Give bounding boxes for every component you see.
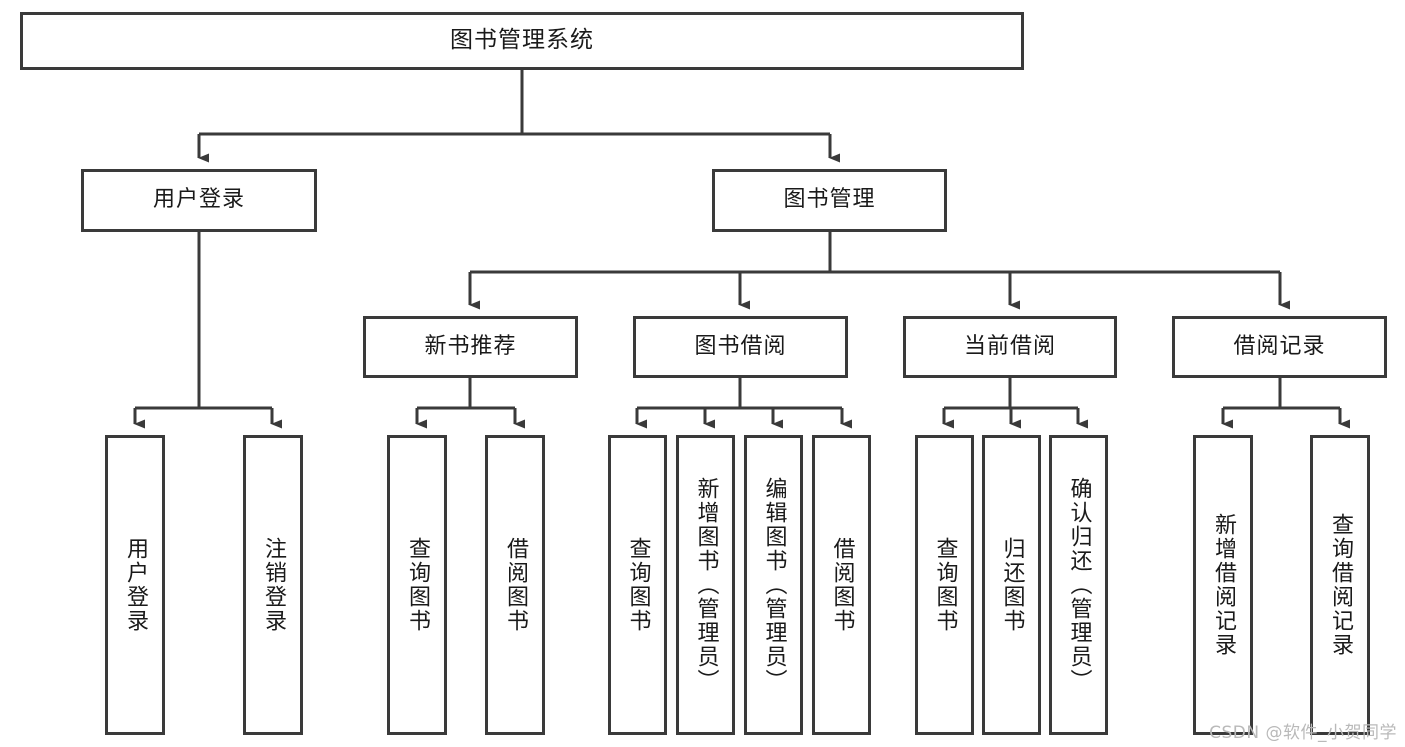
node-book-manage[interactable]: 图书管理 — [712, 169, 947, 232]
node-borrow-record-label: 借阅记录 — [1233, 333, 1326, 359]
node-leaf-add-record[interactable]: 新增借阅记录 — [1193, 435, 1253, 735]
node-book-borrow[interactable]: 图书借阅 — [633, 316, 848, 378]
node-leaf-return-book-label: 归还图书 — [999, 537, 1025, 633]
node-leaf-query-book[interactable]: 查询图书 — [608, 435, 667, 735]
edge-newbookrec-to-leaves — [415, 378, 525, 429]
node-current-borrow-label: 当前借阅 — [963, 333, 1056, 359]
node-leaf-add-book-label: 新增图书（管理员） — [693, 477, 719, 693]
edge-userlogin-to-leaves — [133, 232, 282, 429]
node-book-manage-label: 图书管理 — [783, 187, 876, 213]
node-leaf-user-login-label: 用户登录 — [123, 537, 148, 633]
node-leaf-user-logout-label: 注销登录 — [261, 537, 286, 633]
node-leaf-edit-book[interactable]: 编辑图书（管理员） — [744, 435, 803, 735]
node-leaf-query-record[interactable]: 查询借阅记录 — [1310, 435, 1370, 735]
node-leaf-query-book-cur[interactable]: 查询图书 — [915, 435, 974, 735]
node-new-book-rec-label: 新书推荐 — [424, 333, 517, 359]
node-root-label: 图书管理系统 — [450, 27, 594, 54]
node-leaf-return-book[interactable]: 归还图书 — [982, 435, 1041, 735]
node-leaf-confirm-return[interactable]: 确认归还（管理员） — [1049, 435, 1108, 735]
edge-borrowrecord-to-leaves — [1221, 378, 1350, 429]
node-user-login-label: 用户登录 — [152, 187, 245, 213]
node-leaf-query-record-label: 查询借阅记录 — [1328, 513, 1353, 657]
node-leaf-borrow-book-label: 借阅图书 — [829, 537, 855, 633]
node-leaf-edit-book-label: 编辑图书（管理员） — [761, 477, 787, 693]
node-new-book-rec[interactable]: 新书推荐 — [363, 316, 578, 378]
node-leaf-query-book-rec-label: 查询图书 — [405, 537, 430, 633]
node-root[interactable]: 图书管理系统 — [20, 12, 1024, 70]
node-current-borrow[interactable]: 当前借阅 — [903, 316, 1117, 378]
node-leaf-add-book[interactable]: 新增图书（管理员） — [676, 435, 735, 735]
node-leaf-borrow-book-rec[interactable]: 借阅图书 — [485, 435, 545, 735]
node-borrow-record[interactable]: 借阅记录 — [1172, 316, 1387, 378]
node-leaf-query-book-label: 查询图书 — [625, 537, 651, 633]
node-leaf-user-logout[interactable]: 注销登录 — [243, 435, 303, 735]
node-leaf-add-record-label: 新增借阅记录 — [1211, 513, 1236, 657]
edge-bookborrow-to-leaves — [635, 378, 852, 429]
node-leaf-query-book-cur-label: 查询图书 — [932, 537, 958, 633]
node-leaf-query-book-rec[interactable]: 查询图书 — [387, 435, 447, 735]
edge-root-to-level2 — [197, 70, 840, 163]
edge-currentborrow-to-leaves — [942, 378, 1088, 429]
watermark: CSDN @软件_小贺同学 — [1209, 723, 1397, 743]
node-leaf-borrow-book[interactable]: 借阅图书 — [812, 435, 871, 735]
node-book-borrow-label: 图书借阅 — [694, 333, 787, 359]
node-leaf-confirm-return-label: 确认归还（管理员） — [1066, 477, 1092, 693]
edge-bookmanage-to-level3 — [468, 232, 1290, 310]
node-leaf-borrow-book-rec-label: 借阅图书 — [503, 537, 528, 633]
node-leaf-user-login[interactable]: 用户登录 — [105, 435, 165, 735]
node-user-login[interactable]: 用户登录 — [81, 169, 317, 232]
